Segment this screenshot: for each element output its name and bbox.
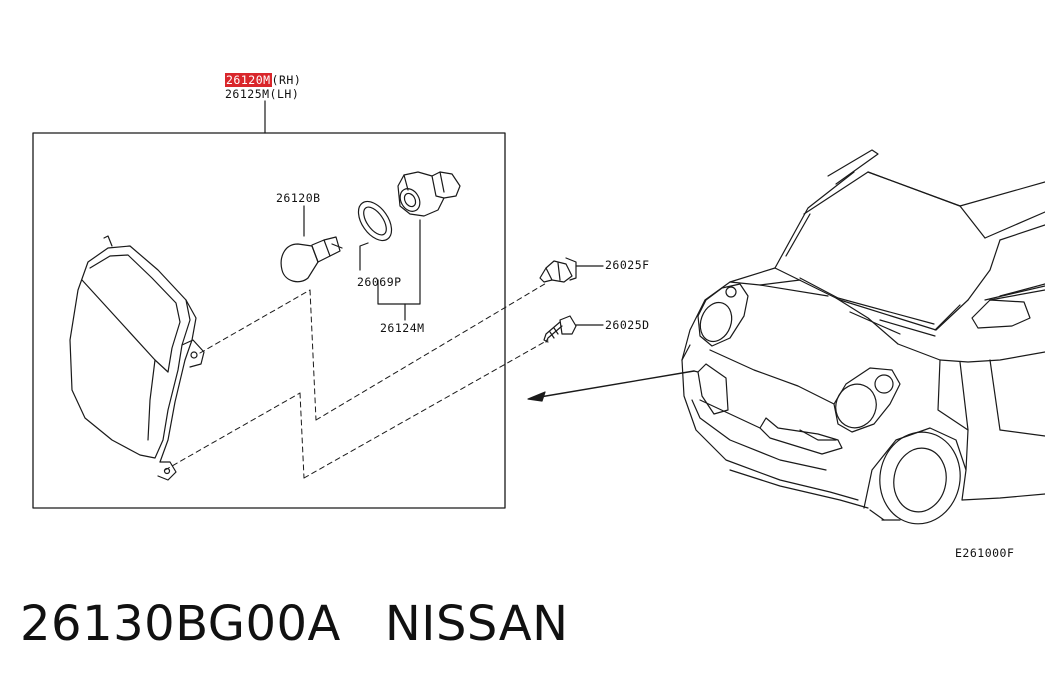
socket-group-bracket [377,219,421,305]
assembly-part-lh: 26125M(LH) [225,88,299,100]
bulb-label: 26120B [276,191,321,205]
assembly-dashed-lines [164,281,549,479]
gasket-icon [357,200,393,242]
assembly-part-lh-number: 26125M [225,87,270,101]
footer-caption: 26130BG00A NISSAN [20,596,569,652]
location-arrow [527,370,695,402]
assembly-part-lh-suffix: (LH) [269,87,300,101]
assembly-part-rh: 26120M(RH) [225,73,302,87]
socket-icon [397,171,461,217]
clip-label: 26025F [605,258,650,272]
assembly-part-rh-suffix: (RH) [271,73,302,87]
assembly-part-rh-number: 26120M [225,73,272,87]
screw-icon [543,315,577,343]
gasket-leader [359,242,369,271]
gasket-label: 26069P [357,275,402,289]
bulb-icon [280,236,343,283]
assembly-frame [32,132,506,509]
footer-brand: NISSAN [384,596,569,652]
figure-code: E261000F [955,546,1015,560]
socket-label: 26124M [380,321,425,335]
clip-icon [539,257,577,283]
fog-lamp-housing [69,235,205,481]
footer-part-number: 26130BG00A [20,596,341,652]
screw-label: 26025D [605,318,650,332]
car-illustration [681,149,1045,525]
